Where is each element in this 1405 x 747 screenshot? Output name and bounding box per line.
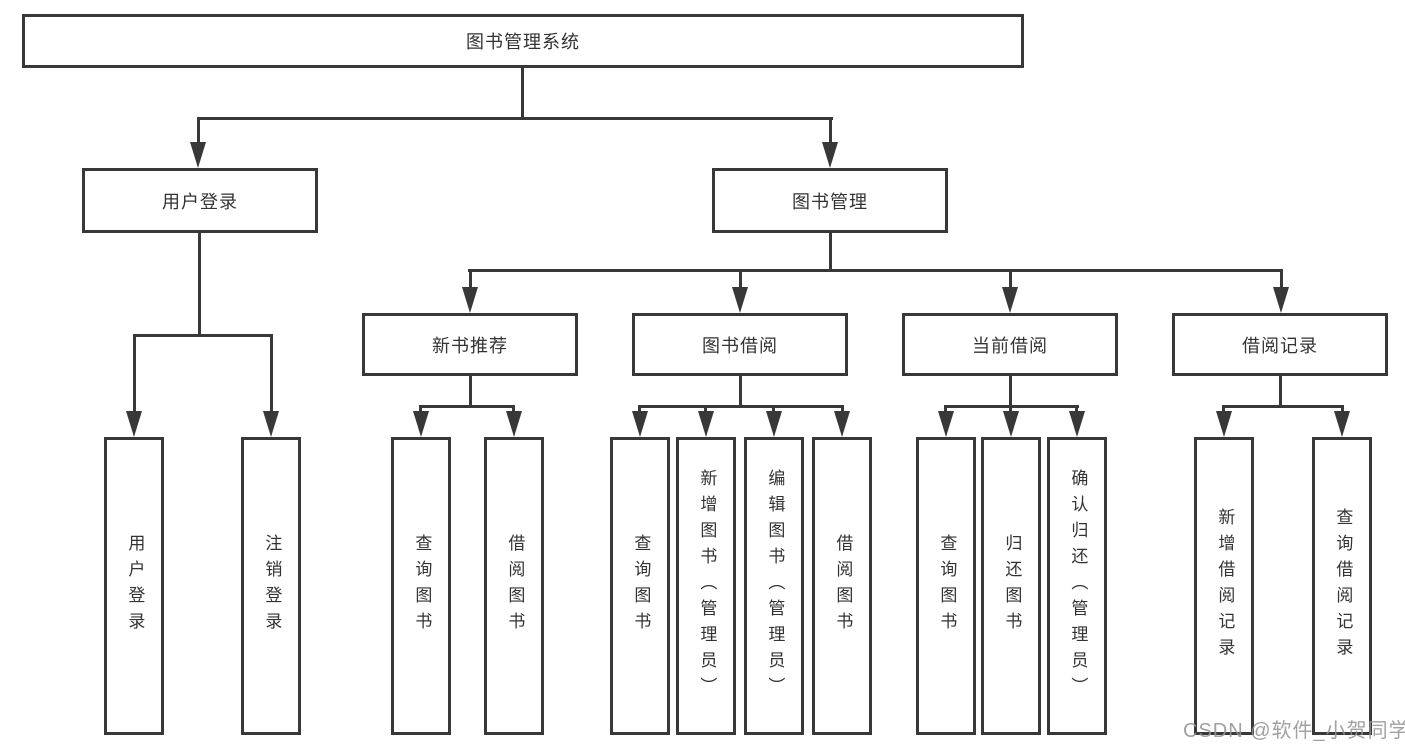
connector-book-management-stem-2 — [739, 269, 742, 290]
connector-user-login-stem-right — [270, 334, 273, 412]
leaf-add-borrow-record-label: 新增借阅记录 — [1215, 508, 1235, 664]
leaf-add-books-admin: 新增图书（管理员） — [676, 437, 736, 735]
connector-root-vertical — [521, 67, 524, 119]
arrowhead-down — [698, 411, 714, 437]
node-new-book-recommend: 新书推荐 — [362, 313, 578, 376]
arrowhead-down — [1216, 411, 1232, 437]
connector-root-stem-left — [197, 117, 200, 145]
leaf-borrow-books-recommend-label: 借阅图书 — [505, 534, 525, 638]
node-new-book-recommend-label: 新书推荐 — [432, 335, 508, 356]
leaf-logout-login-label: 注销登录 — [262, 534, 282, 638]
connector-new-book-stem-2 — [512, 405, 515, 414]
leaf-query-books-recommend: 查询图书 — [391, 437, 451, 735]
leaf-borrow-books-borrow: 借阅图书 — [812, 437, 872, 735]
connector-book-management-stem-1 — [469, 269, 472, 290]
connector-book-management-stem-4 — [1280, 269, 1283, 290]
arrowhead-down — [766, 411, 782, 437]
connector-book-borrow-stem-4 — [841, 405, 844, 414]
leaf-confirm-return-admin: 确认归还（管理员） — [1047, 437, 1107, 735]
leaf-borrow-books-borrow-label: 借阅图书 — [833, 534, 853, 638]
leaf-query-books-current: 查询图书 — [916, 437, 976, 735]
node-borrow-records: 借阅记录 — [1172, 313, 1388, 376]
arrowhead-down — [1069, 411, 1085, 437]
node-book-borrow-label: 图书借阅 — [702, 335, 778, 356]
arrowhead-down — [938, 411, 954, 437]
node-user-login-label: 用户登录 — [162, 191, 238, 212]
connector-borrow-records-horizontal — [1222, 405, 1344, 408]
node-current-borrow: 当前借阅 — [902, 313, 1118, 376]
leaf-confirm-return-admin-label: 确认归还（管理员） — [1068, 469, 1088, 703]
connector-new-book-vertical — [469, 376, 472, 408]
connector-book-management-horizontal — [468, 269, 1283, 272]
connector-book-borrow-stem-1 — [638, 405, 641, 414]
connector-new-book-horizontal — [419, 405, 515, 408]
connector-user-login-horizontal — [133, 334, 273, 337]
node-root: 图书管理系统 — [22, 14, 1024, 68]
connector-new-book-stem-1 — [419, 405, 422, 414]
leaf-query-books-borrow-label: 查询图书 — [631, 534, 651, 638]
arrowhead-down — [834, 411, 850, 437]
leaf-edit-books-admin-label: 编辑图书（管理员） — [765, 469, 785, 703]
arrowhead-down — [413, 411, 429, 437]
node-book-borrow: 图书借阅 — [632, 313, 848, 376]
leaf-query-books-borrow: 查询图书 — [610, 437, 670, 735]
arrowhead-down — [263, 411, 279, 437]
arrowhead-down — [732, 287, 748, 313]
leaf-query-borrow-record: 查询借阅记录 — [1312, 437, 1372, 735]
arrowhead-down — [462, 287, 478, 313]
connector-user-login-vertical — [198, 233, 201, 337]
leaf-edit-books-admin: 编辑图书（管理员） — [744, 437, 804, 735]
leaf-user-login-label: 用户登录 — [125, 534, 145, 638]
arrowhead-down — [126, 411, 142, 437]
arrowhead-down — [1334, 411, 1350, 437]
connector-book-borrow-stem-2 — [704, 405, 707, 414]
connector-book-management-vertical — [829, 232, 832, 272]
connector-book-management-stem-3 — [1009, 269, 1012, 290]
leaf-return-books-label: 归还图书 — [1002, 534, 1022, 638]
node-user-login: 用户登录 — [82, 168, 318, 233]
node-book-management-label: 图书管理 — [792, 191, 868, 212]
connector-current-borrow-stem-2 — [1009, 405, 1012, 414]
connector-borrow-records-stem-1 — [1222, 405, 1225, 414]
leaf-query-books-current-label: 查询图书 — [937, 534, 957, 638]
connector-current-borrow-vertical — [1009, 376, 1012, 408]
leaf-query-borrow-record-label: 查询借阅记录 — [1333, 508, 1353, 664]
leaf-query-books-recommend-label: 查询图书 — [412, 534, 432, 638]
arrowhead-down — [1002, 287, 1018, 313]
leaf-borrow-books-recommend: 借阅图书 — [484, 437, 544, 735]
arrowhead-down — [822, 142, 838, 168]
connector-borrow-records-vertical — [1279, 376, 1282, 408]
connector-user-login-stem-left — [133, 334, 136, 412]
node-book-management: 图书管理 — [712, 168, 948, 233]
connector-root-stem-right — [829, 117, 832, 145]
connector-book-borrow-horizontal — [638, 405, 844, 408]
arrowhead-down — [1273, 287, 1289, 313]
connector-borrow-records-stem-2 — [1341, 405, 1344, 414]
connector-current-borrow-stem-1 — [944, 405, 947, 414]
leaf-user-login: 用户登录 — [104, 437, 164, 735]
connector-current-borrow-stem-3 — [1075, 405, 1078, 414]
arrowhead-down — [506, 411, 522, 437]
watermark: CSDN @软件_小贺同学 — [1183, 720, 1405, 742]
leaf-logout-login: 注销登录 — [241, 437, 301, 735]
leaf-add-borrow-record: 新增借阅记录 — [1194, 437, 1254, 735]
arrowhead-down — [1003, 411, 1019, 437]
arrowhead-down — [190, 142, 206, 168]
node-borrow-records-label: 借阅记录 — [1242, 335, 1318, 356]
connector-book-borrow-stem-3 — [772, 405, 775, 414]
arrowhead-down — [632, 411, 648, 437]
connector-root-horizontal — [197, 117, 833, 120]
node-root-label: 图书管理系统 — [466, 32, 580, 52]
connector-book-borrow-vertical — [739, 376, 742, 408]
node-current-borrow-label: 当前借阅 — [972, 335, 1048, 356]
leaf-add-books-admin-label: 新增图书（管理员） — [697, 469, 717, 703]
leaf-return-books: 归还图书 — [981, 437, 1041, 735]
